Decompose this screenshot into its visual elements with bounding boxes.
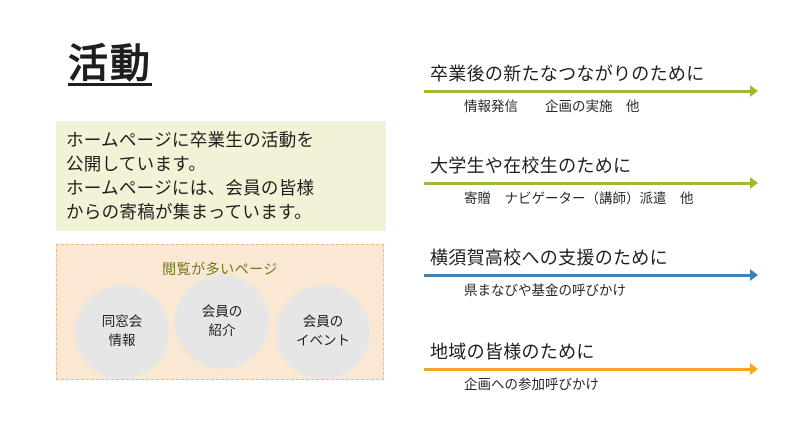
intro-line: からの寄稿が集まっています。 (66, 203, 312, 223)
intro-line: ホームページに卒業生の活動を (66, 131, 315, 151)
popular-pages-title: 閲覧が多いページ (162, 262, 278, 278)
member-events-label-line1: 会員の (302, 314, 344, 330)
section-underline (424, 269, 758, 281)
section-heading: 横須賀高校への支援のために (430, 248, 668, 269)
section-heading: 大学生や在校生のために (430, 156, 632, 177)
section-underline (424, 85, 758, 97)
intro-line: ホームページには、会員の皆様 (66, 179, 315, 199)
alumni-info-label-line1: 同窓会 (101, 314, 143, 330)
arrow-icon (750, 269, 758, 281)
page-title: 活動 (68, 41, 152, 87)
alumni-info-button[interactable]: 同窓会 情報 (75, 285, 169, 379)
arrow-icon (750, 177, 758, 189)
section-heading: 卒業後の新たなつながりのために (430, 64, 705, 85)
member-introduction-button[interactable]: 会員の 紹介 (175, 275, 269, 369)
section-subtext: 県まなびや基金の呼びかけ (464, 283, 626, 299)
intro-box: ホームページに卒業生の活動を 公開しています。 ホームページには、会員の皆様 か… (56, 121, 386, 231)
member-introduction-label-line2: 紹介 (208, 323, 236, 339)
arrow-icon (750, 85, 758, 97)
section-school-support: 横須賀高校への支援のために 県まなびや基金の呼びかけ (424, 247, 758, 300)
member-introduction-label-line1: 会員の (201, 304, 243, 320)
section-community: 地域の皆様のために 企画への参加呼びかけ (424, 341, 758, 394)
section-underline (424, 363, 758, 375)
member-events-button[interactable]: 会員の イベント (276, 285, 370, 379)
popular-pages-box: 閲覧が多いページ 同窓会 情報 会員の 紹介 会員の イベント (56, 244, 384, 380)
section-subtext: 寄贈 ナビゲーター（講師）派遣 他 (464, 191, 694, 207)
section-new-connections: 卒業後の新たなつながりのために 情報発信 企画の実施 他 (424, 63, 758, 116)
alumni-info-label-line2: 情報 (108, 333, 136, 349)
arrow-icon (750, 363, 758, 375)
member-events-label-line2: イベント (296, 333, 350, 349)
section-heading: 地域の皆様のために (430, 342, 595, 363)
section-subtext: 企画への参加呼びかけ (464, 377, 599, 393)
intro-line: 公開しています。 (66, 155, 207, 175)
section-subtext: 情報発信 企画の実施 他 (464, 99, 640, 115)
section-underline (424, 177, 758, 189)
section-students: 大学生や在校生のために 寄贈 ナビゲーター（講師）派遣 他 (424, 155, 758, 208)
